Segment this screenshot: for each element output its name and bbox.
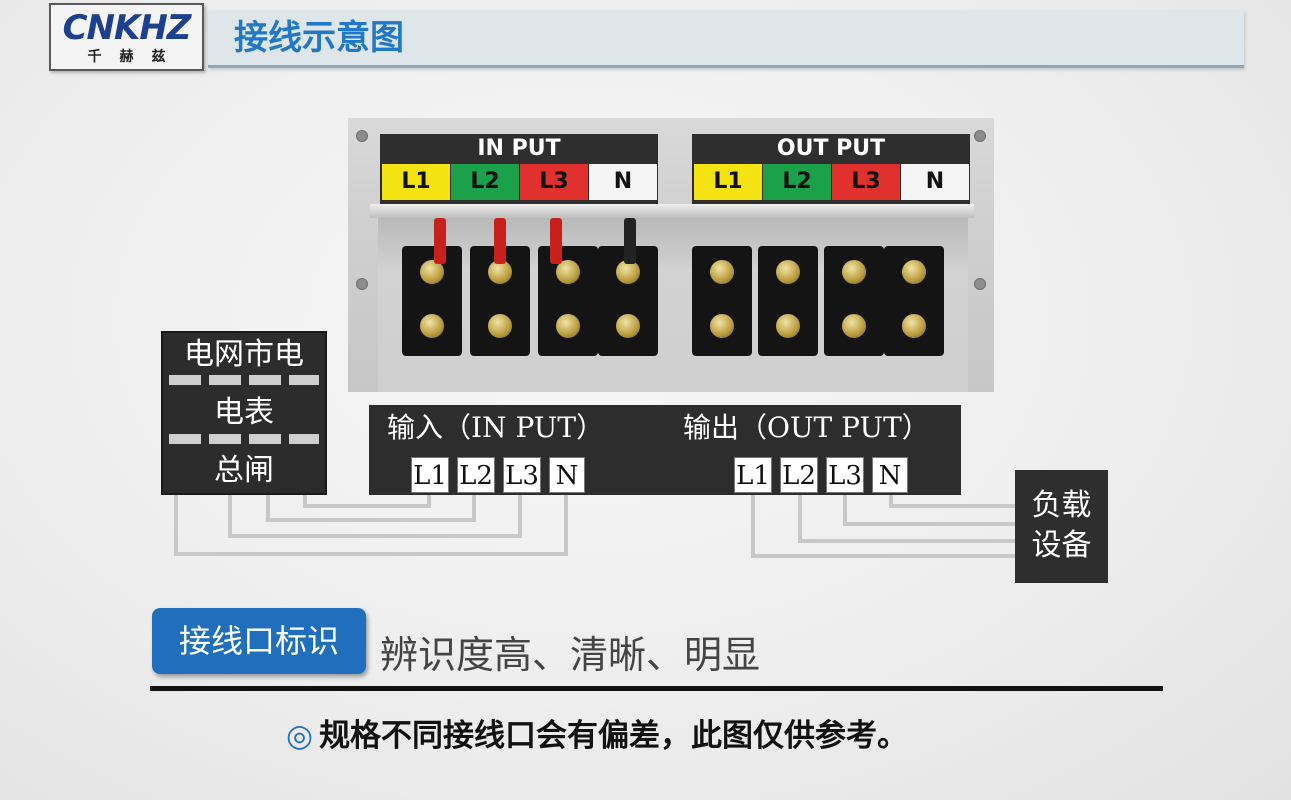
wire-line — [174, 490, 568, 556]
corner-screw-icon — [356, 278, 368, 290]
screw-icon — [842, 260, 866, 284]
corner-screw-icon — [356, 130, 368, 142]
screw-icon — [488, 314, 512, 338]
input-terminal-block — [470, 246, 530, 356]
screw-icon — [710, 260, 734, 284]
output-label-plate: OUT PUT L1 L2 L3 N — [692, 134, 970, 204]
wire-line — [228, 490, 522, 538]
output-plate-l3: L3 — [832, 164, 900, 200]
terminal-photo: IN PUT L1 L2 L3 N OUT PUT L1 L2 L3 N — [348, 118, 994, 392]
grid-divider — [169, 375, 319, 385]
red-wire — [434, 218, 446, 264]
corner-screw-icon — [974, 130, 986, 142]
wire-line — [751, 490, 1016, 558]
output-terminal-block — [692, 246, 752, 356]
input-label: 输入（IN PUT） — [387, 411, 605, 444]
corner-screw-icon — [974, 278, 986, 290]
panel-shelf — [370, 204, 974, 218]
input-plate-l3: L3 — [520, 164, 588, 200]
wire-line — [889, 490, 1016, 508]
screw-icon — [556, 260, 580, 284]
red-wire — [494, 218, 506, 264]
input-terminal-block — [598, 246, 658, 356]
screw-icon — [776, 260, 800, 284]
input-terminal-l3: L3 — [503, 457, 541, 493]
grid-divider — [169, 434, 319, 444]
output-plate-title: OUT PUT — [776, 136, 886, 161]
screw-icon — [420, 314, 444, 338]
screw-icon — [616, 314, 640, 338]
screw-icon — [902, 314, 926, 338]
input-terminal-n: N — [549, 457, 585, 493]
interface-label-badge: 接线口标识 — [152, 608, 366, 674]
input-plate-l1: L1 — [382, 164, 450, 200]
wire-line — [843, 490, 1016, 526]
screw-icon — [488, 260, 512, 284]
output-terminal-n: N — [872, 457, 908, 493]
screw-icon — [842, 314, 866, 338]
wire-line — [303, 490, 431, 508]
page-title: 接线示意图 — [234, 18, 404, 58]
grid-power-block: 电网市电 电表 总闸 — [161, 331, 327, 495]
screw-icon — [710, 314, 734, 338]
output-plate-l2: L2 — [763, 164, 831, 200]
screw-icon — [776, 314, 800, 338]
terminal-strip: 输入（IN PUT） 输出（OUT PUT） L1 L2 L3 N L1 L2 … — [369, 405, 961, 495]
wire-line — [798, 490, 1016, 543]
grid-row-meter: 电表 — [214, 395, 274, 430]
input-terminal-l2: L2 — [457, 457, 495, 493]
output-terminal-block — [884, 246, 944, 356]
grid-row-mains: 电网市电 — [184, 337, 304, 372]
input-label-plate: IN PUT L1 L2 L3 N — [380, 134, 658, 204]
input-plate-title: IN PUT — [477, 136, 561, 161]
output-plate-n: N — [901, 164, 969, 200]
input-terminal-block — [402, 246, 462, 356]
brand-logo: CNKHZ 千赫兹 — [49, 3, 204, 71]
input-terminal-l1: L1 — [411, 457, 449, 493]
load-label-line2: 设备 — [1031, 528, 1092, 563]
disclaimer-text: 规格不同接线口会有偏差，此图仅供参考。 — [319, 718, 909, 754]
output-terminal-block — [824, 246, 884, 356]
output-plate-l1: L1 — [694, 164, 762, 200]
output-terminal-block — [758, 246, 818, 356]
grid-row-breaker: 总闸 — [214, 453, 274, 488]
load-label-line1: 负载 — [1031, 488, 1092, 523]
disclaimer-note: ◎规格不同接线口会有偏差，此图仅供参考。 — [286, 714, 908, 758]
input-plate-n: N — [589, 164, 657, 200]
screw-icon — [902, 260, 926, 284]
output-terminal-l3: L3 — [826, 457, 864, 493]
feature-text: 辨识度高、清晰、明显 — [380, 633, 761, 677]
input-terminal-block — [538, 246, 598, 356]
title-bar: 接线示意图 — [208, 10, 1244, 68]
wire-line — [266, 490, 476, 522]
output-terminal-l1: L1 — [734, 457, 772, 493]
red-wire — [550, 218, 562, 264]
black-wire — [624, 218, 636, 264]
divider-line — [150, 686, 1163, 691]
logo-subtext: 千赫兹 — [87, 49, 184, 65]
screw-icon — [616, 260, 640, 284]
logo-text: CNKHZ — [62, 8, 192, 48]
screw-icon — [420, 260, 444, 284]
output-label: 输出（OUT PUT） — [683, 411, 930, 444]
output-terminal-l2: L2 — [780, 457, 818, 493]
screw-icon — [556, 314, 580, 338]
input-plate-l2: L2 — [451, 164, 519, 200]
bullseye-icon: ◎ — [286, 718, 314, 754]
load-device-block: 负载 设备 — [1015, 470, 1108, 583]
